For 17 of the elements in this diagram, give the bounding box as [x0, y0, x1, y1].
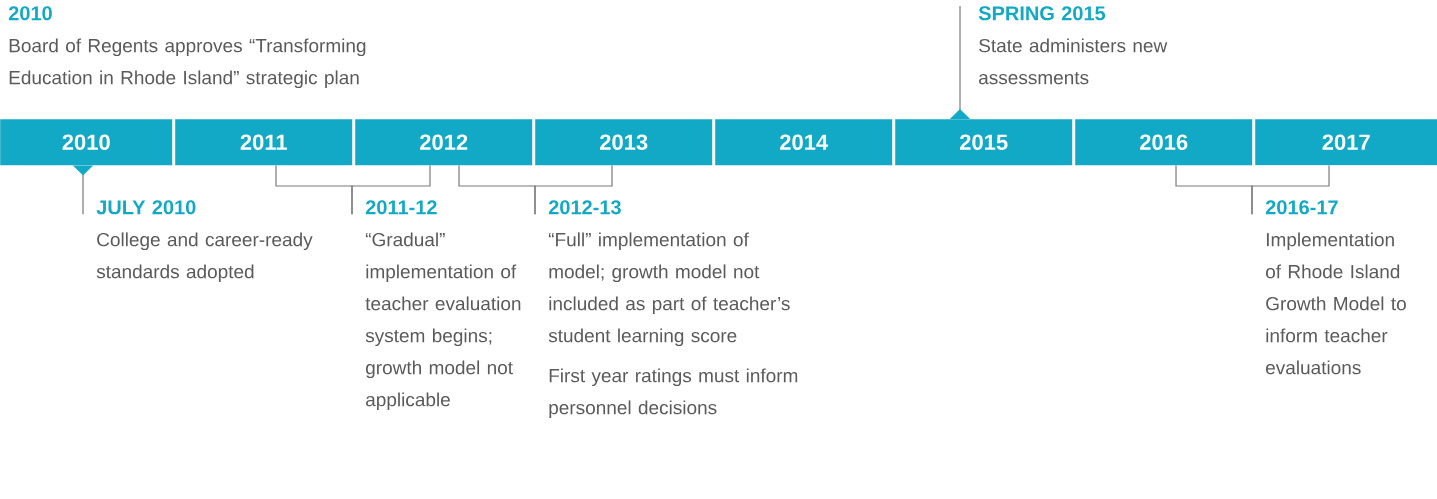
- bracket-connector: [351, 164, 431, 215]
- year-cell: 2012: [355, 119, 533, 166]
- year-cell: 2011: [175, 119, 353, 166]
- year-cell: 2015: [895, 119, 1073, 166]
- event-note: 2012-13 “Full” implementation of model; growth model not included as part of teacher’s student learning score First year ratings must inform personnel decisions: [548, 200, 798, 419]
- event-note: SPRING 2015 State administers new assessments: [978, 6, 1168, 85]
- event-note: 2016-17 Implementation of Rhode Island Growth Model to inform teacher evaluations: [1265, 200, 1406, 375]
- event-note: 2011-12 “Gradual” implementation of teacher evaluation system begins; growth model not applicable: [365, 200, 521, 411]
- year-cell: 2017: [1255, 119, 1437, 166]
- bracket-connector: [1251, 164, 1330, 215]
- bracket-connector: [534, 164, 613, 215]
- year-cell: 2014: [715, 119, 893, 166]
- year-cell: 2016: [1075, 119, 1253, 166]
- event-note: 2010 Board of Regents approves “Transforming Education in Rhode Island” strategic plan: [8, 6, 366, 89]
- year-cell: 2013: [535, 119, 713, 166]
- year-cell: 2010: [0, 119, 173, 166]
- event-note: JULY 2010 College and career-ready standards adopted: [96, 200, 313, 283]
